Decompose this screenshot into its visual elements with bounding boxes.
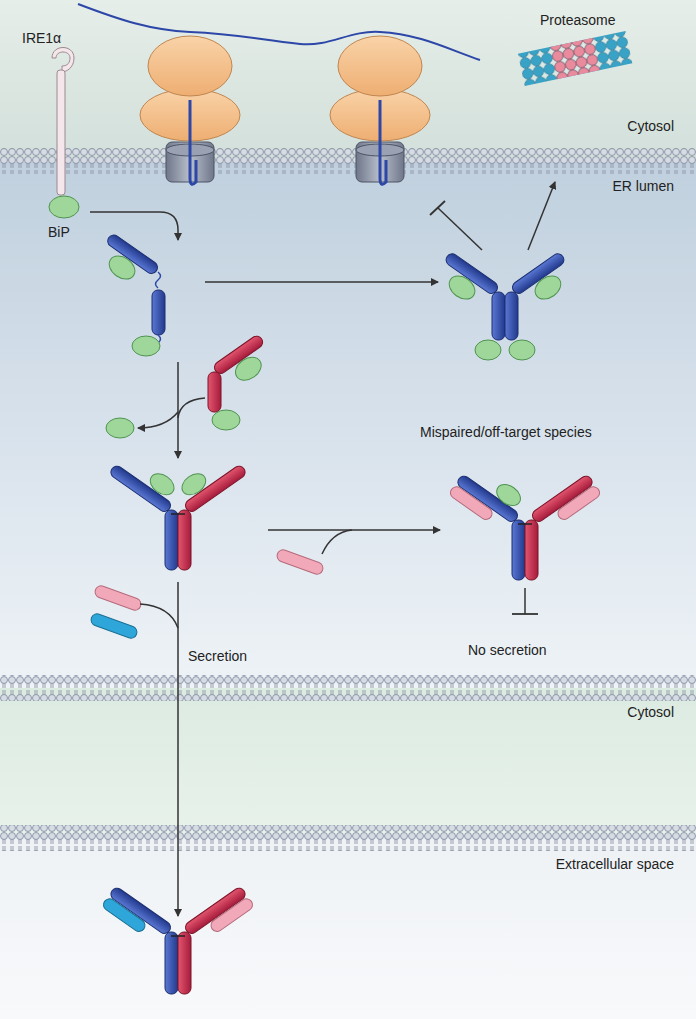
region-band: Extracellular space <box>0 838 696 1019</box>
complex-label: Proteasome <box>540 12 650 29</box>
region-label: Cytosol <box>627 118 674 134</box>
region-band: Cytosol <box>0 688 696 838</box>
merge-line <box>140 604 178 628</box>
inhibition-line <box>524 588 526 614</box>
er-membrane <box>0 148 696 174</box>
region-label: Extracellular space <box>556 856 674 872</box>
inhibition-line <box>438 208 482 250</box>
light-chain <box>275 548 324 576</box>
ribosome <box>330 36 430 184</box>
merge-line <box>322 530 352 554</box>
flow-arrow <box>90 212 178 240</box>
ire1-symbol <box>49 48 79 219</box>
process-label: No secretion <box>468 642 588 659</box>
light-chain <box>89 612 138 640</box>
flow-arrow <box>177 362 179 458</box>
heavy-chain <box>93 233 165 356</box>
process-label: Secretion <box>188 648 288 665</box>
flow-arrow <box>205 281 438 283</box>
mispaired-dimer <box>432 252 579 360</box>
flow-arrow <box>528 182 555 250</box>
plasma-membrane <box>0 825 696 851</box>
bip-chaperone <box>106 418 134 438</box>
region-label: Cytosol <box>627 704 674 720</box>
species-label: Mispaired/off-target species <box>420 424 650 441</box>
antibody <box>101 886 255 994</box>
region-label: ER lumen <box>613 178 674 194</box>
light-chain <box>93 584 142 612</box>
mrna-strand <box>78 4 480 60</box>
heavy-chain <box>208 334 277 430</box>
release-arrow <box>138 412 178 428</box>
heavy-chain-dimer <box>109 448 248 570</box>
protein-label: BiP <box>48 224 108 241</box>
merge-line <box>178 398 205 418</box>
proteasome-symbol <box>518 31 632 86</box>
er-membrane <box>0 675 696 701</box>
ribosome <box>140 36 240 184</box>
mispaired-antibody <box>448 459 602 580</box>
region-band: ER lumen <box>0 162 696 688</box>
inhibition-bar <box>512 613 538 615</box>
flow-arrow <box>268 529 440 531</box>
secretion-arrow <box>177 582 179 916</box>
protein-label: IRE1α <box>22 30 102 47</box>
inhibition-bar <box>430 201 445 215</box>
